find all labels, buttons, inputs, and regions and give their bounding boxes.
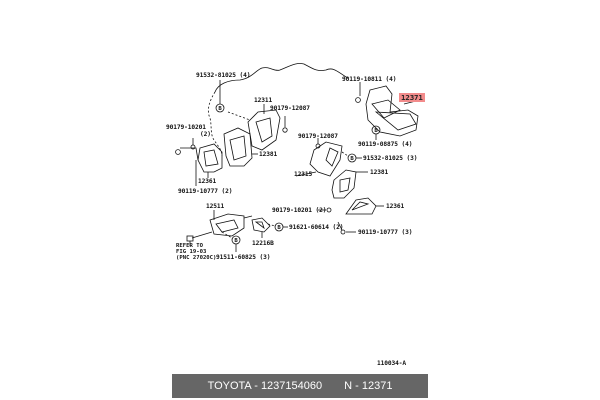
label-90179-10201-left-qty: (2) <box>200 131 211 138</box>
label-91532-81025-right: 91532-81025 (3) <box>363 155 418 162</box>
refer-note-line-3: (PNC 27020C) <box>176 255 217 261</box>
footer-position-number: N - 12371 <box>344 380 393 392</box>
label-90119-10777-right: 90119-10777 (3) <box>358 229 413 236</box>
label-91532-81025-top: 91532-81025 (4) <box>196 72 251 79</box>
label-90179-12087-b: 90179-12087 <box>298 133 338 140</box>
label-12216B: 12216B <box>252 240 274 247</box>
label-12381-left: 12381 <box>259 151 278 158</box>
refer-note: REFER TO FIG 19-03 (PNC 27020C) <box>176 243 216 261</box>
label-90179-12087-a: 90179-12087 <box>270 105 310 112</box>
label-12511: 12511 <box>206 203 225 210</box>
figure-id: 110034-A <box>377 360 407 367</box>
refer-note-line-2: FIG 19-03 <box>176 249 207 255</box>
refer-note-line-1: REFER TO <box>176 243 203 249</box>
label-12315: 12315 <box>294 171 313 178</box>
svg-text:B: B <box>374 128 378 134</box>
label-90179-10201-mid: 90179-10201 (2) <box>272 207 327 214</box>
label-12361-left: 12361 <box>198 178 217 185</box>
svg-text:B: B <box>218 106 222 112</box>
footer-caption-bar: TOYOTA - 1237154060 N - 12371 <box>172 374 428 398</box>
label-12361-right: 12361 <box>386 203 405 210</box>
label-90179-10201-left: 90179-10201 <box>166 124 206 131</box>
svg-text:B: B <box>277 225 281 231</box>
svg-text:B: B <box>234 238 238 244</box>
label-90119-08875: 90119-08875 (4) <box>358 141 413 148</box>
label-90119-10811: 90119-10811 (4) <box>342 76 397 83</box>
label-12381-right: 12381 <box>370 169 389 176</box>
label-12311: 12311 <box>254 97 273 104</box>
footer-brand-part-number: TOYOTA - 1237154060 <box>207 380 323 392</box>
svg-text:B: B <box>350 156 354 162</box>
label-91621-60614: 91621-60614 (2) <box>289 224 344 231</box>
label-12371-highlighted[interactable]: 12371 <box>399 93 425 102</box>
label-90119-10777-left: 90119-10777 (2) <box>178 188 233 195</box>
label-91511-60825: 91511-60825 (3) <box>216 254 271 261</box>
